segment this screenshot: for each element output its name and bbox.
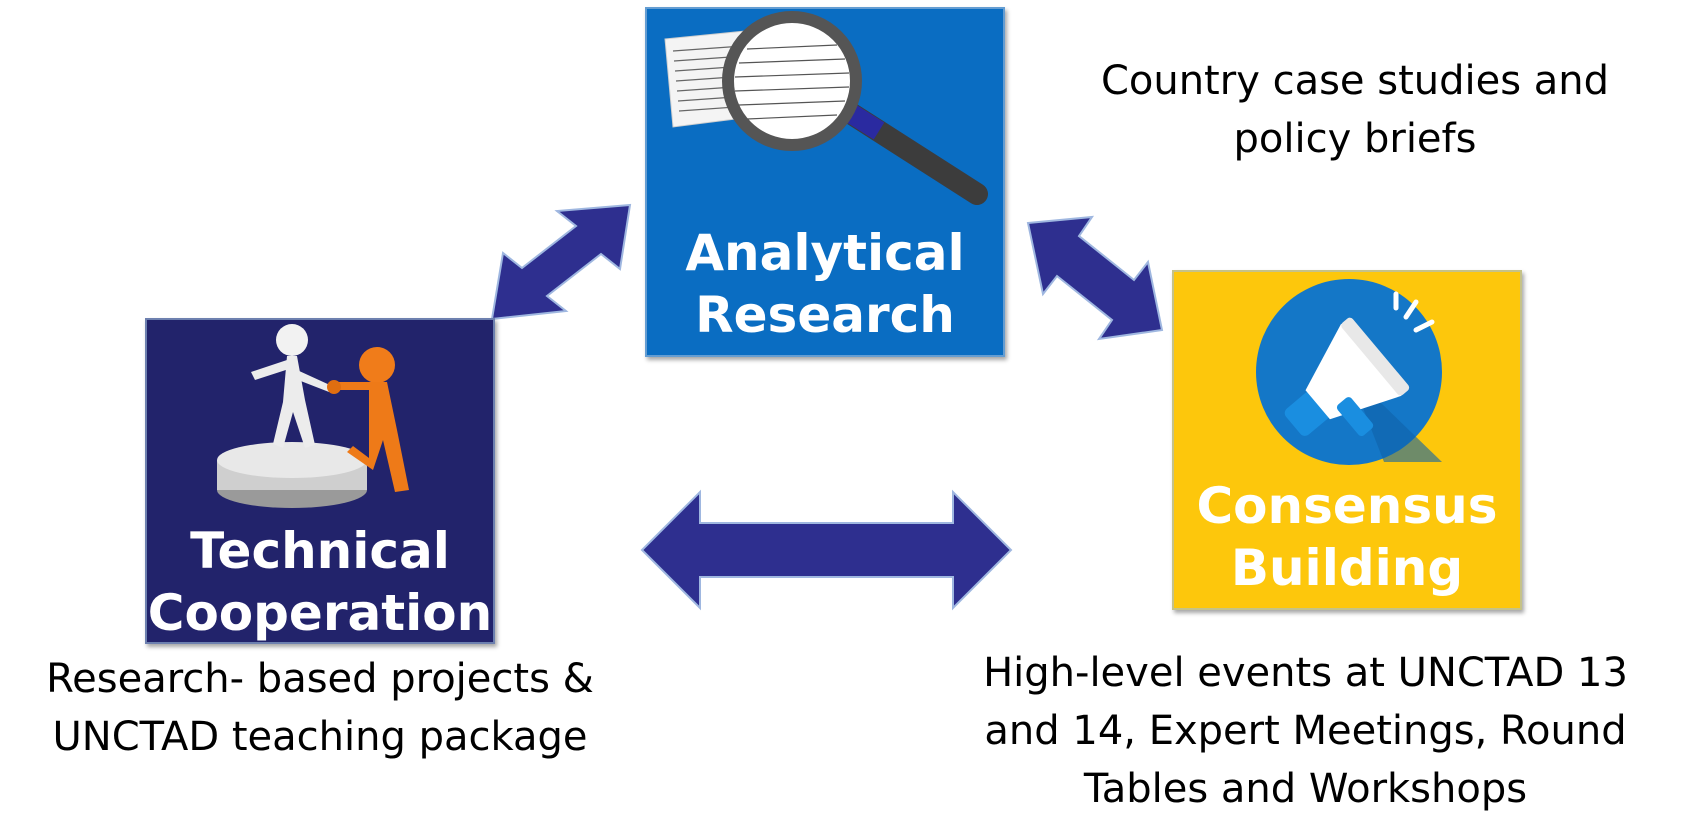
technical-caption-line2: UNCTAD teaching package (52, 714, 588, 760)
consensus-building-title-line1: Consensus (1196, 477, 1498, 535)
technical-caption-line1: Research- based projects & (46, 656, 594, 702)
analytical-research-title-line1: Analytical (685, 224, 965, 282)
technical-cooperation-title-line1: Technical (190, 522, 450, 580)
consensus-building-title: Consensus Building (1174, 475, 1520, 599)
magnifying-glass-icon (664, 11, 988, 205)
consensus-caption-line1: High-level events at UNCTAD 13 (983, 650, 1628, 696)
arrow-tc-research (490, 203, 632, 321)
consensus-caption-line3: Tables and Workshops (1083, 766, 1528, 812)
arrows-layer (490, 203, 1164, 611)
research-caption-line1: Country case studies and (1100, 58, 1610, 104)
technical-cooperation-box: Technical Cooperation (145, 318, 495, 644)
consensus-caption: High-level events at UNCTAD 13 and 14, E… (930, 644, 1681, 818)
analytical-research-title-line2: Research (695, 286, 955, 344)
technical-caption: Research- based projects & UNCTAD teachi… (0, 650, 640, 766)
megaphone-icon (1256, 279, 1442, 465)
helping-hand-figures-icon (217, 324, 409, 508)
consensus-building-box: Consensus Building (1172, 270, 1522, 610)
arrow-tc-cb (640, 489, 1013, 611)
arrow-research-cb (1026, 215, 1164, 341)
consensus-caption-line2: and 14, Expert Meetings, Round (984, 708, 1627, 754)
consensus-building-title-line2: Building (1230, 539, 1464, 597)
analytical-research-title: Analytical Research (647, 222, 1003, 346)
technical-cooperation-title-line2: Cooperation (147, 584, 493, 642)
research-caption-line2: policy briefs (1233, 116, 1477, 162)
technical-cooperation-title: Technical Cooperation (147, 520, 493, 642)
analytical-research-box: Analytical Research (645, 7, 1005, 357)
research-caption: Country case studies and policy briefs (1030, 52, 1680, 168)
